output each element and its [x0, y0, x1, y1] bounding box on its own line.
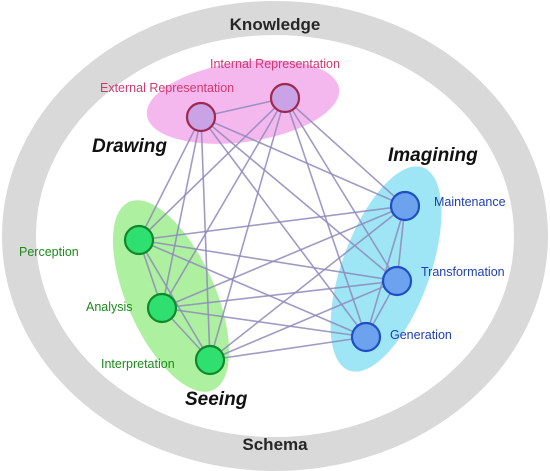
edge-generation-analysis: [161, 307, 367, 338]
node-generation: [350, 321, 382, 353]
edge-internal-analysis: [161, 97, 286, 309]
node-label-maintenance: Maintenance: [434, 195, 506, 209]
edge-external-interpretation: [200, 116, 211, 361]
edge-generation-perception: [138, 239, 367, 338]
edge-maintenance-interpretation: [209, 205, 406, 361]
edge-generation-interpretation: [209, 336, 367, 361]
node-external: [185, 101, 217, 133]
edge-external-maintenance: [200, 116, 406, 207]
node-label-internal-representation: Internal Representation: [210, 57, 340, 71]
node-analysis: [146, 292, 178, 324]
edge-transformation-analysis: [161, 280, 398, 309]
edge-external-transformation: [200, 116, 398, 282]
edge-maintenance-perception: [138, 205, 406, 241]
node-transformation: [381, 265, 413, 297]
node-label-transformation: Transformation: [421, 265, 505, 279]
group-label-drawing: Drawing: [92, 136, 167, 157]
node-label-analysis: Analysis: [86, 300, 133, 314]
node-label-generation: Generation: [390, 328, 452, 342]
edge-internal-generation: [284, 97, 367, 338]
ring-label-top: Knowledge: [230, 15, 321, 34]
node-perception: [123, 224, 155, 256]
group-label-seeing: Seeing: [185, 389, 248, 410]
node-label-external-representation: External Representation: [100, 81, 234, 95]
node-interpretation: [194, 344, 226, 376]
edge-maintenance-analysis: [161, 205, 406, 309]
node-maintenance: [389, 190, 421, 222]
edge-external-analysis: [161, 116, 202, 309]
edge-external-perception: [138, 116, 202, 241]
edge-internal-maintenance: [284, 97, 406, 207]
node-label-interpretation: Interpretation: [101, 357, 175, 371]
node-label-perception: Perception: [19, 245, 79, 259]
node-layer: [123, 82, 421, 376]
edge-transformation-interpretation: [209, 280, 398, 361]
edge-transformation-perception: [138, 239, 398, 282]
edge-internal-transformation: [284, 97, 398, 282]
ring-label-bottom: Schema: [242, 435, 308, 454]
node-internal: [269, 82, 301, 114]
edge-internal-perception: [138, 97, 286, 241]
group-label-imagining: Imagining: [388, 145, 478, 166]
